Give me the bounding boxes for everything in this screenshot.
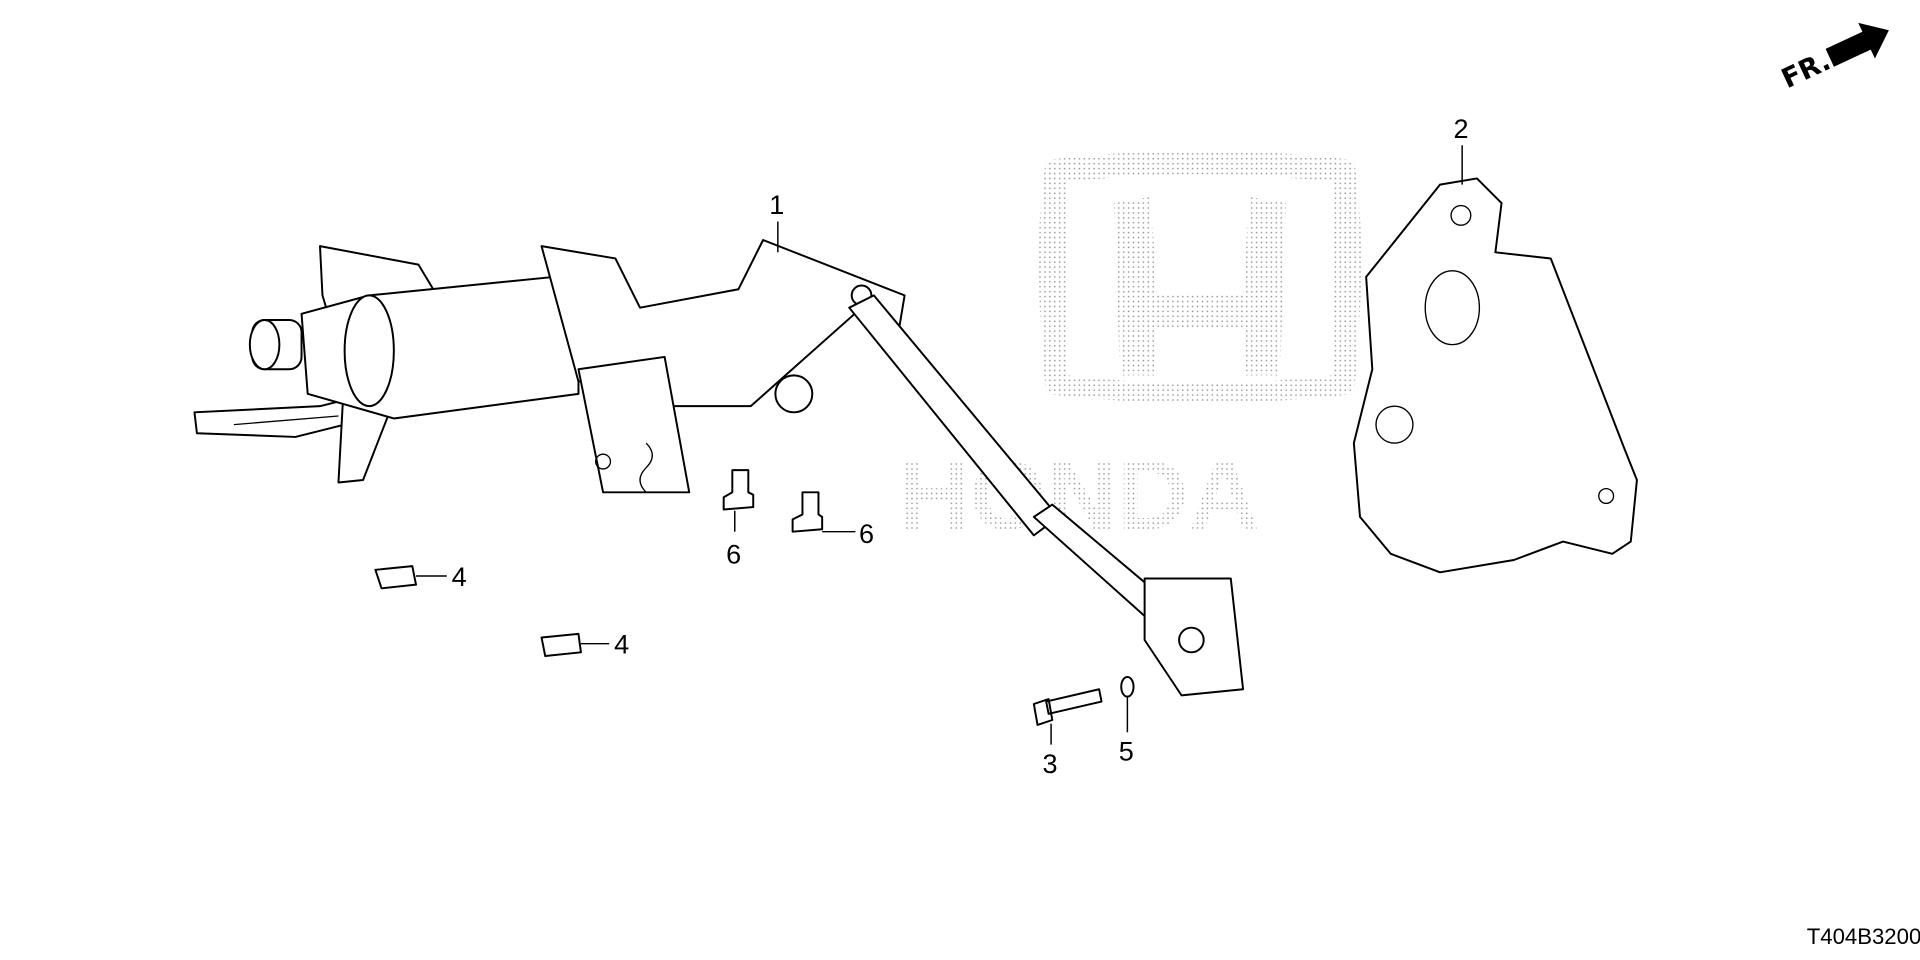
callout-4a[interactable]: 4 xyxy=(452,561,467,592)
washer-5[interactable] xyxy=(1120,675,1135,698)
honda-watermark-logo: HONDA xyxy=(898,150,1362,550)
diagram-code: T404B3200 xyxy=(1807,924,1920,949)
bolt-3[interactable] xyxy=(1032,688,1103,726)
callout-6b[interactable]: 6 xyxy=(859,518,874,549)
arrow-right-icon xyxy=(1825,22,1889,67)
callout-2[interactable]: 2 xyxy=(1454,113,1469,144)
callout-1[interactable]: 1 xyxy=(769,189,784,220)
callout-3[interactable]: 3 xyxy=(1042,748,1057,779)
column-cover-part[interactable] xyxy=(1352,177,1638,574)
callout-4b[interactable]: 4 xyxy=(614,629,629,660)
steering-column-part[interactable] xyxy=(193,239,1245,697)
front-direction-indicator: FR. xyxy=(1777,22,1889,95)
nut-4b[interactable] xyxy=(540,632,582,657)
front-label: FR. xyxy=(1777,46,1836,95)
callout-6a[interactable]: 6 xyxy=(726,539,741,570)
callout-5[interactable]: 5 xyxy=(1119,736,1134,767)
nut-4a[interactable] xyxy=(374,565,417,590)
bolt-6a[interactable] xyxy=(722,469,755,511)
bolt-6b[interactable] xyxy=(791,491,824,533)
